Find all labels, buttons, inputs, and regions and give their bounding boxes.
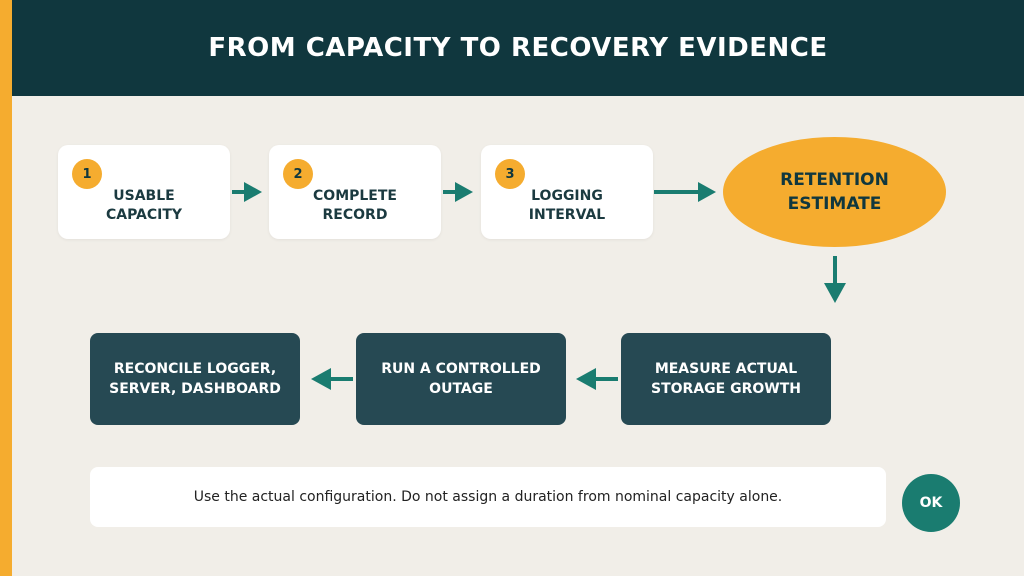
retention-estimate-node: RETENTION ESTIMATE	[723, 137, 946, 247]
step-number-badge: 2	[283, 159, 313, 189]
step-number-badge: 1	[72, 159, 102, 189]
page-title: FROM CAPACITY TO RECOVERY EVIDENCE	[208, 33, 828, 63]
action-run-controlled-outage: RUN A CONTROLLED OUTAGE	[356, 333, 566, 425]
action-measure-storage-growth: MEASURE ACTUAL STORAGE GROWTH	[621, 333, 831, 425]
step-label: USABLE CAPACITY	[105, 188, 183, 223]
step-usable-capacity: 1 USABLE CAPACITY	[58, 145, 230, 239]
header-bar: FROM CAPACITY TO RECOVERY EVIDENCE	[12, 0, 1024, 96]
action-label: RUN A CONTROLLED OUTAGE	[381, 361, 541, 397]
step-logging-interval: 3 LOGGING INTERVAL	[481, 145, 653, 239]
guidance-note-text: Use the actual configuration. Do not ass…	[193, 489, 783, 505]
ok-button[interactable]: OK	[902, 474, 960, 532]
arrow-right-icon	[232, 182, 262, 202]
action-reconcile-logger: RECONCILE LOGGER, SERVER, DASHBOARD	[90, 333, 300, 425]
action-label: MEASURE ACTUAL STORAGE GROWTH	[651, 361, 801, 397]
accent-bar	[0, 0, 12, 576]
arrow-right-icon	[654, 182, 716, 202]
guidance-note: Use the actual configuration. Do not ass…	[90, 467, 886, 527]
action-label: RECONCILE LOGGER, SERVER, DASHBOARD	[109, 361, 281, 397]
arrow-left-icon	[576, 368, 618, 390]
step-label: COMPLETE RECORD	[313, 188, 397, 223]
arrow-down-icon	[824, 256, 846, 303]
retention-estimate-label: RETENTION ESTIMATE	[780, 170, 889, 214]
step-label: LOGGING INTERVAL	[528, 188, 606, 223]
step-number-badge: 3	[495, 159, 525, 189]
arrow-left-icon	[311, 368, 353, 390]
arrow-right-icon	[443, 182, 473, 202]
step-complete-record: 2 COMPLETE RECORD	[269, 145, 441, 239]
